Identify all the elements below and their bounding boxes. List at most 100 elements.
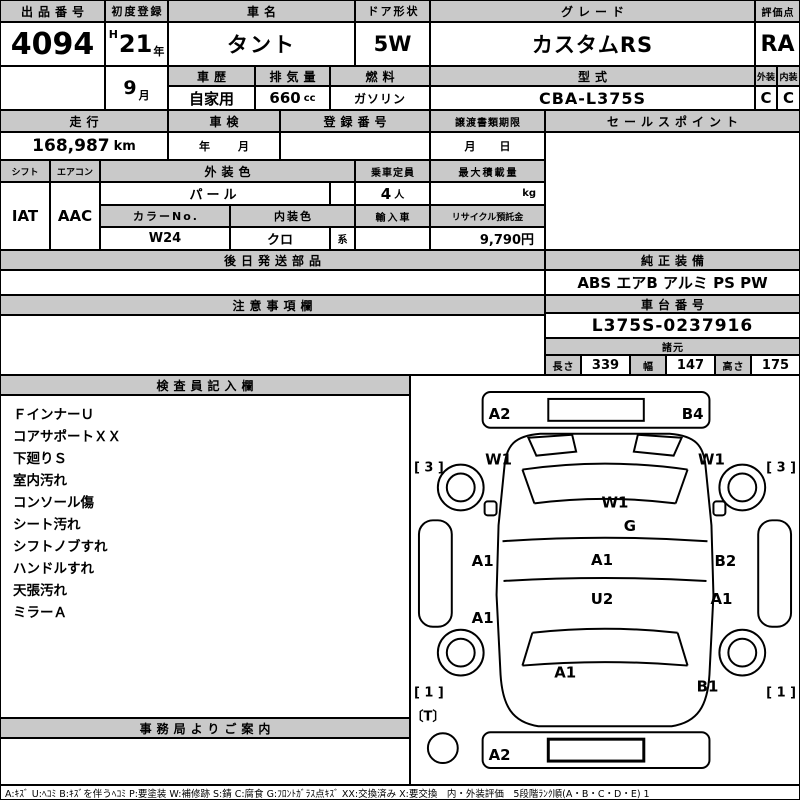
exterior-grade-header: 外装 bbox=[755, 66, 777, 86]
tire-depth-rear-left: [ 1 ] bbox=[414, 685, 444, 700]
auction-no-empty-cell bbox=[0, 66, 105, 110]
ext-color-value: パール bbox=[100, 182, 330, 205]
interior-grade-header: 内装 bbox=[777, 66, 800, 86]
deadline-header: 譲渡書類期限 bbox=[430, 110, 545, 132]
inspector-notes-body: ＦインナーＵ コアサポートＸＸ 下廻りＳ 室内汚れ コンソール傷 シート汚れ シ… bbox=[0, 395, 410, 718]
later-parts-body bbox=[0, 270, 545, 295]
int-color-suffix: 系 bbox=[330, 227, 355, 250]
legend-bar: A:ｷｽﾞ U:ﾍｺﾐ B:ｷｽﾞを伴うﾍｺﾐ P:要塗装 W:補修跡 S:錆 … bbox=[0, 785, 800, 800]
roof-line-front bbox=[502, 536, 708, 543]
front-bumper-outline bbox=[481, 390, 711, 429]
note-line: ＦインナーＵ bbox=[13, 407, 94, 423]
month-suffix: 月 bbox=[138, 89, 150, 102]
sales-point-header: セールスポイント bbox=[545, 110, 800, 132]
reg-no-header: 登録番号 bbox=[280, 110, 430, 132]
int-color-value: クロ bbox=[230, 227, 330, 250]
mileage-number: 168,987 bbox=[32, 136, 110, 156]
reg-month: 9 bbox=[123, 77, 137, 99]
spare-tire-mark: 〔T〕 bbox=[411, 708, 445, 724]
deadline-day-label: 日 bbox=[499, 140, 511, 153]
shift-header: シフト bbox=[0, 160, 50, 182]
spec-height-label: 高さ bbox=[715, 355, 751, 375]
damage-label-a1-roof: A1 bbox=[591, 551, 613, 569]
note-line: ハンドルすれ bbox=[13, 561, 94, 577]
rear-bumper-outline bbox=[481, 731, 711, 770]
max-load-value: kg bbox=[430, 182, 545, 205]
office-info-body bbox=[0, 738, 410, 785]
model-value: CBA-L375S bbox=[430, 86, 755, 110]
spec-width-label: 幅 bbox=[630, 355, 666, 375]
damage-label-w1-windshield: W1 bbox=[602, 493, 629, 511]
spare-tire bbox=[426, 732, 459, 765]
inspection-header: 車検 bbox=[168, 110, 280, 132]
note-line: 下廻りＳ bbox=[13, 451, 67, 467]
note-line: シフトノブすれ bbox=[13, 539, 108, 555]
damage-label-g: G bbox=[624, 517, 636, 535]
recycle-value: 9,790円 bbox=[430, 227, 545, 250]
office-info-header: 事務局よりご案内 bbox=[0, 718, 410, 738]
rear-right-wheel bbox=[718, 628, 767, 677]
deadline-month-label: 月 bbox=[464, 140, 476, 153]
score-value: RA bbox=[755, 22, 800, 66]
auction-no-header: 出品番号 bbox=[0, 0, 105, 22]
rear-plate-outline bbox=[546, 737, 646, 763]
first-reg-month-value: 9 月 bbox=[105, 66, 168, 110]
car-body-outline bbox=[495, 432, 715, 728]
left-mirror bbox=[483, 500, 498, 517]
import-value bbox=[355, 227, 430, 250]
damage-label-b4: B4 bbox=[682, 405, 704, 423]
note-line: コンソール傷 bbox=[13, 495, 94, 511]
capacity-value: 4 人 bbox=[355, 182, 430, 205]
grade-value: カスタムRS bbox=[430, 22, 755, 66]
hood-detail-left bbox=[526, 433, 578, 457]
right-mirror bbox=[712, 500, 727, 517]
capacity-header: 乗車定員 bbox=[355, 160, 430, 182]
car-damage-diagram: A2 B4 [ 3 ] [ 3 ] [ 1 ] [ 1 ] 〔T〕 bbox=[410, 375, 800, 785]
damage-label-u2: U2 bbox=[591, 590, 613, 608]
damage-label-a1-left-rear-door: A1 bbox=[472, 609, 494, 627]
inspection-year-label: 年 bbox=[199, 140, 210, 153]
front-left-wheel bbox=[436, 463, 485, 512]
door-shape-header: ドア形状 bbox=[355, 0, 430, 22]
chassis-no-header: 車台番号 bbox=[545, 295, 800, 313]
shift-value: IAT bbox=[0, 182, 50, 250]
rear-window-side-right bbox=[676, 632, 689, 666]
score-header: 評価点 bbox=[755, 0, 800, 22]
sales-point-body bbox=[545, 132, 800, 250]
chassis-no-value: L375S-0237916 bbox=[545, 313, 800, 338]
capacity-unit: 人 bbox=[394, 190, 405, 201]
displacement-number: 660 bbox=[269, 89, 301, 107]
roof-line-rear bbox=[503, 577, 707, 582]
recycle-header: リサイクル預託金 bbox=[430, 205, 545, 227]
tire-depth-front-right: [ 3 ] bbox=[766, 461, 796, 476]
damage-label-w1-left-fender: W1 bbox=[485, 451, 512, 469]
note-line: コアサポートＸＸ bbox=[13, 429, 121, 445]
deadline-value: 月 日 bbox=[430, 132, 545, 160]
right-side-panel bbox=[757, 519, 793, 628]
import-header: 輸入車 bbox=[355, 205, 430, 227]
inspection-month-label: 月 bbox=[238, 140, 249, 153]
rear-left-wheel bbox=[436, 628, 485, 677]
note-line: 天張汚れ bbox=[13, 583, 67, 599]
inspection-value: 年 月 bbox=[168, 132, 280, 160]
mileage-unit: km bbox=[113, 138, 136, 154]
car-name-header: 車名 bbox=[168, 0, 355, 22]
front-right-rim bbox=[727, 472, 758, 503]
aircon-value: AAC bbox=[50, 182, 100, 250]
genuine-equipment-value: ABS エアB アルミ PS PW bbox=[545, 270, 800, 295]
rear-left-rim bbox=[445, 637, 476, 668]
note-line: 室内汚れ bbox=[13, 473, 67, 489]
damage-label-w1-right-fender: W1 bbox=[698, 451, 725, 469]
first-reg-header: 初度登録 bbox=[105, 0, 168, 22]
front-right-wheel bbox=[718, 463, 767, 512]
windshield-side-left bbox=[521, 469, 536, 504]
rear-window-bottom bbox=[522, 661, 688, 667]
rear-window-top bbox=[532, 627, 678, 634]
rear-window-side-left bbox=[521, 632, 534, 666]
fuel-value: ガソリン bbox=[330, 86, 430, 110]
reg-year: 21 bbox=[118, 30, 153, 58]
windshield-bottom bbox=[534, 497, 676, 505]
door-shape-value: 5W bbox=[355, 22, 430, 66]
damage-label-b1-rear-right: B1 bbox=[697, 677, 719, 695]
